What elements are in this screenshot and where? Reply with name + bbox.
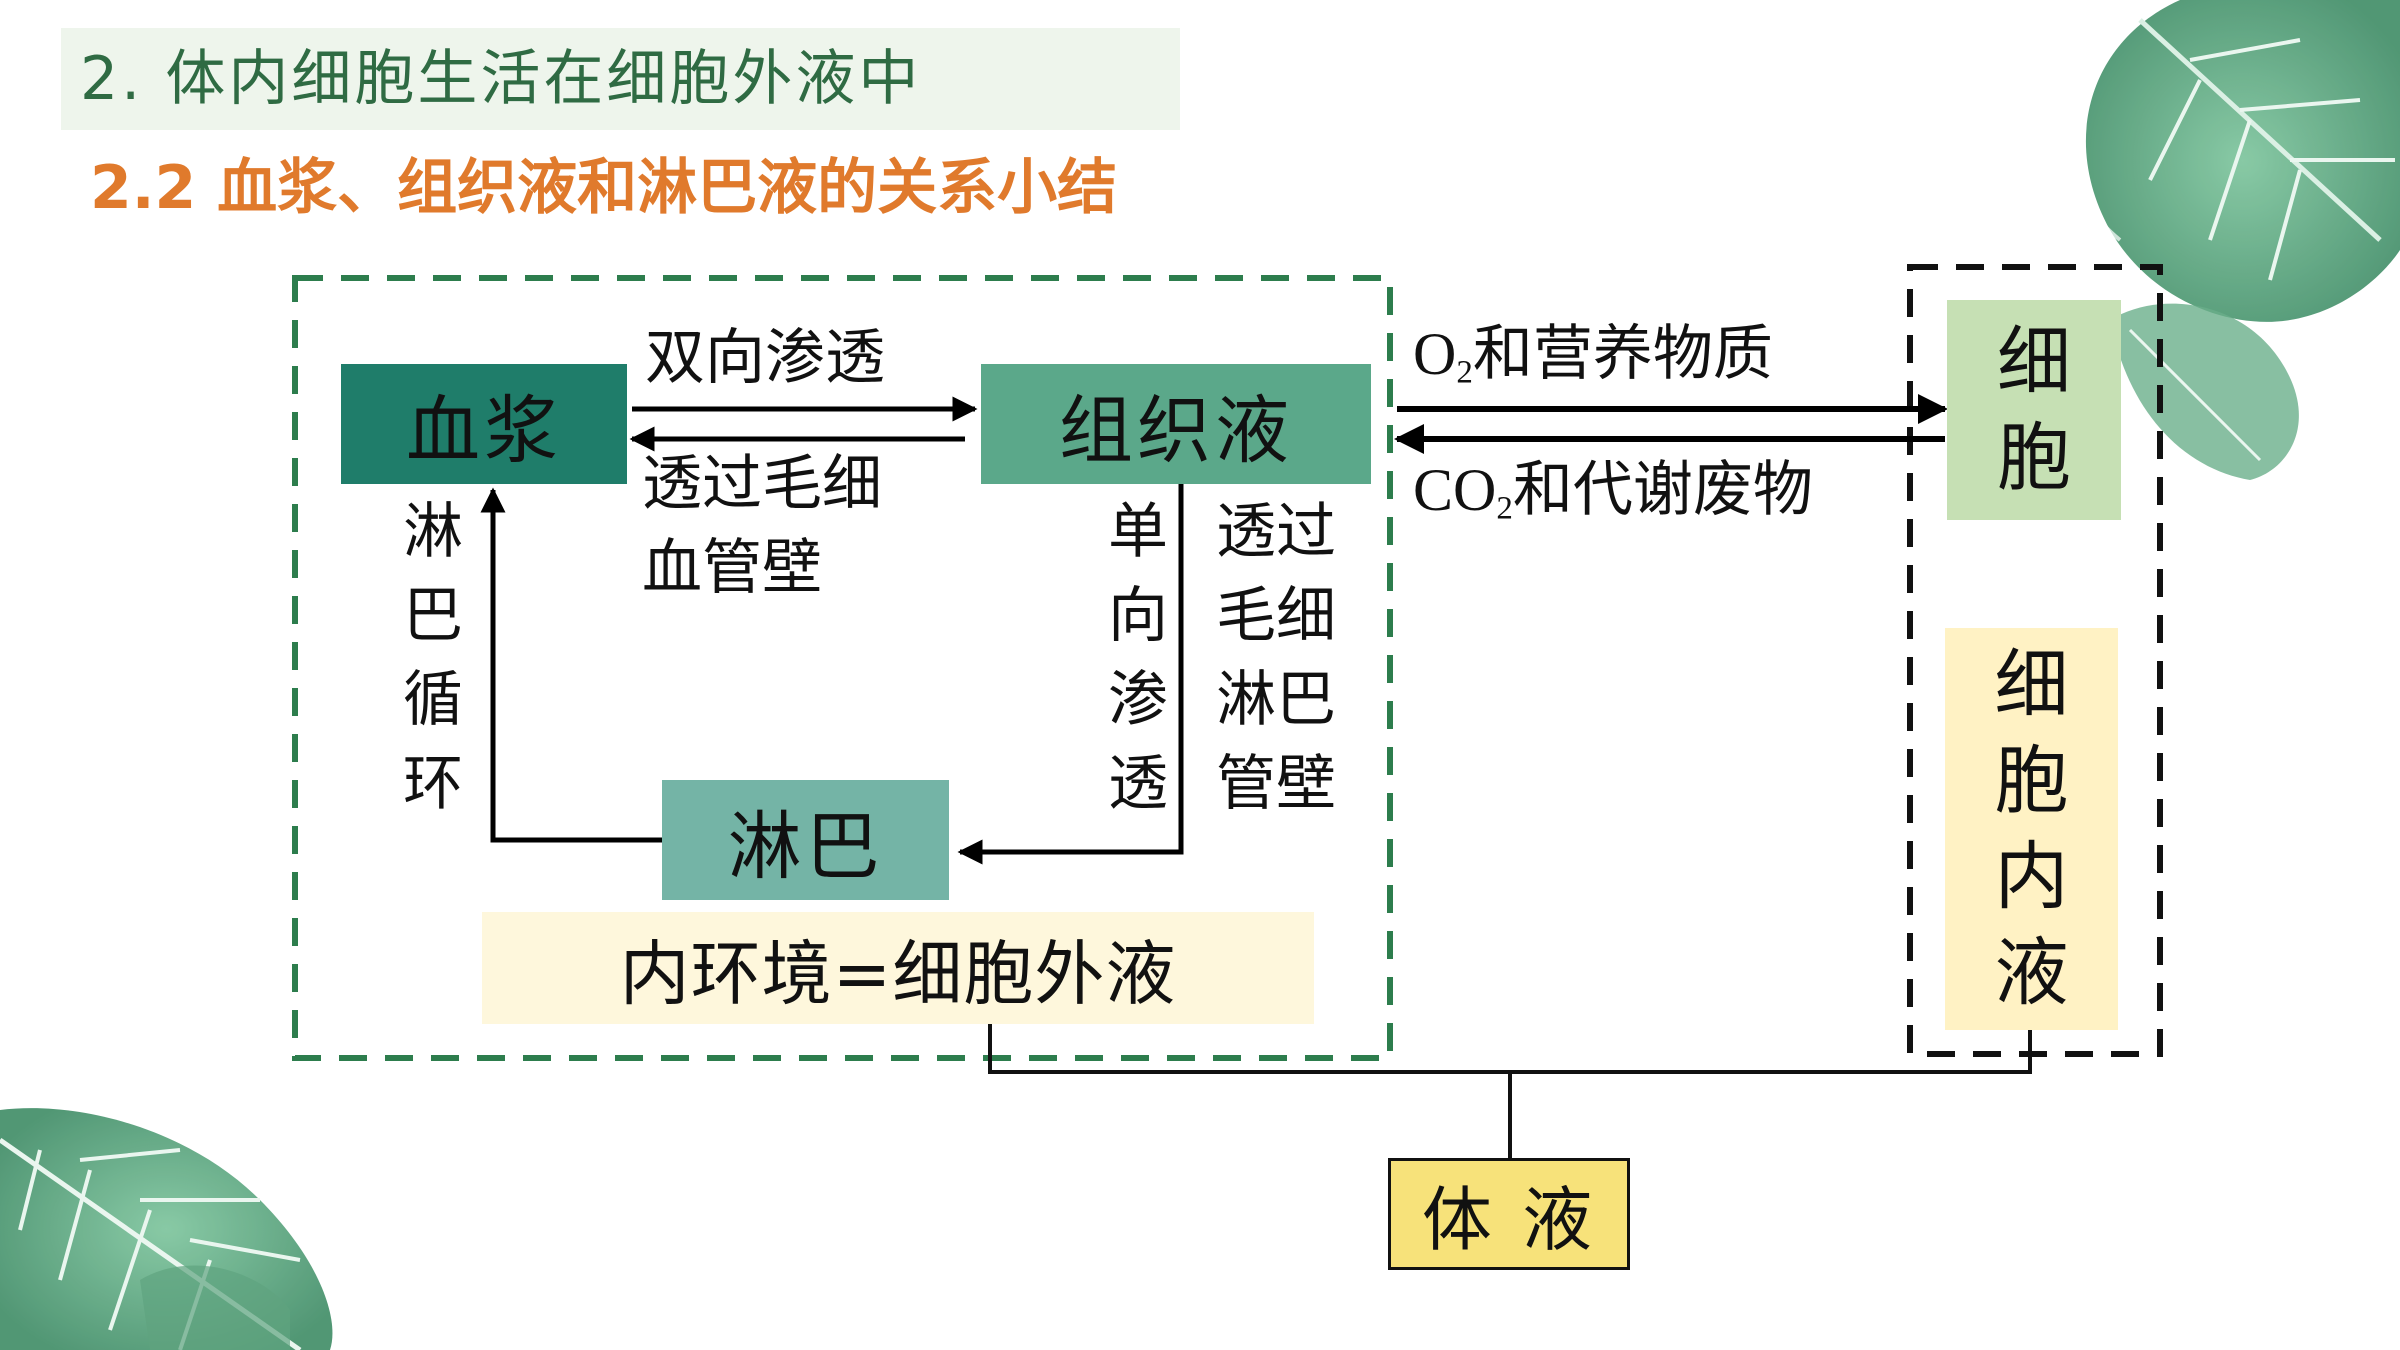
through-lymph-capillary-wall-label: 透过 毛细 淋巴 管壁 (1216, 490, 1336, 826)
unidirectional-osmosis-label: 单 向 渗 透 (1103, 490, 1173, 826)
lymph-circulation-char-2: 巴 (403, 581, 463, 651)
unidirectional-osmosis-char-4: 透 (1108, 749, 1168, 819)
unidirectional-osmosis-char-2: 向 (1108, 581, 1168, 651)
intracellular-label-4: 液 (1994, 930, 2069, 1016)
cell-node: 细 胞 (1947, 300, 2121, 520)
intracellular-label-3: 内 (1994, 834, 2069, 920)
bidirectional-osmosis-label: 双向渗透 (645, 323, 885, 393)
intracellular-fluid-node: 细 胞 内 液 (1945, 628, 2118, 1030)
lymph-circulation-char-4: 环 (403, 749, 463, 819)
through-lymph-wall-line-2: 毛细 (1216, 581, 1336, 651)
intracellular-label-1: 细 (1994, 642, 2069, 728)
unidirectional-osmosis-char-3: 渗 (1108, 665, 1168, 735)
internal-environment-label: 内环境=细胞外液 (619, 932, 1177, 1015)
lymph-circulation-label: 淋 巴 循 环 (398, 490, 468, 826)
unidirectional-osmosis-char-1: 单 (1108, 497, 1168, 567)
through-capillary-wall-line-2: 血管壁 (642, 533, 822, 603)
lymph-node: 淋巴 (662, 780, 949, 900)
co2-formula: CO2 (1413, 457, 1513, 527)
co2-waste-label: CO2和代谢废物 (1413, 450, 1813, 548)
body-fluid-node: 体 液 (1388, 1158, 1630, 1270)
extracellular-fluid-frame (292, 275, 1393, 1061)
o2-rest-text: 和营养物质 (1472, 319, 1773, 389)
tissue-fluid-label: 组织液 (1059, 387, 1293, 474)
lymph-label: 淋巴 (727, 803, 884, 890)
oxygen-nutrients-label: O2和营养物质 (1413, 314, 1773, 412)
lymph-circulation-char-1: 淋 (403, 497, 463, 567)
cell-label-1: 细 (1997, 319, 2071, 405)
section-subtitle: 2.2 血浆、组织液和淋巴液的关系小结 (90, 153, 1118, 223)
plasma-label: 血浆 (406, 387, 562, 474)
plasma-node: 血浆 (341, 364, 627, 484)
heading-bar (61, 28, 1180, 130)
through-lymph-wall-line-4: 管壁 (1216, 749, 1336, 819)
through-lymph-wall-line-3: 淋巴 (1216, 665, 1336, 735)
tissue-fluid-node: 组织液 (981, 364, 1371, 484)
internal-environment-node: 内环境=细胞外液 (482, 912, 1314, 1024)
arrow-tissue-to-lymph (957, 484, 1184, 865)
monstera-leaf-icon (0, 1108, 333, 1350)
cell-frame (1907, 264, 2163, 1057)
lymph-circulation-char-3: 循 (403, 665, 463, 735)
through-capillary-wall-line-1: 透过毛细 (642, 449, 882, 519)
body-fluid-label: 体 液 (1421, 1178, 1597, 1261)
through-capillary-wall-label: 透过毛细 血管壁 (642, 442, 882, 610)
through-lymph-wall-line-1: 透过 (1216, 497, 1336, 567)
o2-formula: O2 (1413, 321, 1473, 391)
co2-rest-text: 和代谢废物 (1512, 455, 1813, 525)
intracellular-label-2: 胞 (1994, 738, 2069, 824)
cell-label-2: 胞 (1997, 415, 2071, 501)
arrow-lymph-to-plasma (480, 487, 665, 843)
page-title: 2. 体内细胞生活在细胞外液中 (80, 44, 922, 114)
